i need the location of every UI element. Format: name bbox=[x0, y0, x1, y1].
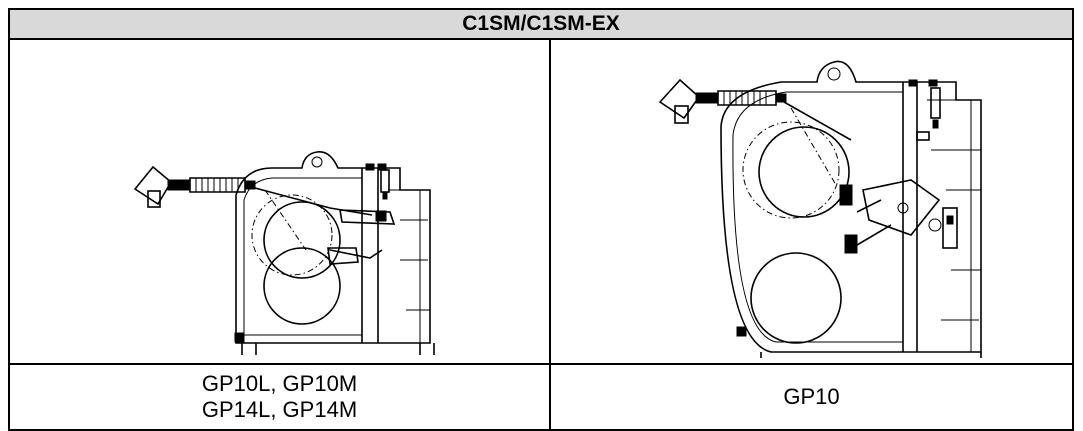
model-label-left: GP10L, GP10M GP14L, GP14M bbox=[10, 365, 549, 429]
drawing-cell-left bbox=[10, 40, 551, 363]
model-cell-left: GP10L, GP10M GP14L, GP14M bbox=[10, 365, 551, 429]
drawing-row bbox=[10, 40, 1072, 365]
pump-trap-large-drawing bbox=[658, 60, 982, 358]
pump-trap-small-drawing bbox=[133, 151, 435, 355]
model-line: GP14L, GP14M bbox=[201, 397, 358, 422]
table-title: C1SM/C1SM-EX bbox=[10, 10, 1072, 40]
model-line: GP10 bbox=[783, 384, 840, 409]
model-line: GP10L, GP10M bbox=[201, 371, 358, 396]
drawing-cell-right bbox=[551, 40, 1072, 363]
model-cell-right: GP10 bbox=[551, 365, 1072, 429]
specification-table: C1SM/C1SM-EX bbox=[8, 8, 1074, 431]
model-row: GP10L, GP10M GP14L, GP14M GP10 bbox=[10, 365, 1072, 429]
model-label-right: GP10 bbox=[551, 365, 1072, 429]
